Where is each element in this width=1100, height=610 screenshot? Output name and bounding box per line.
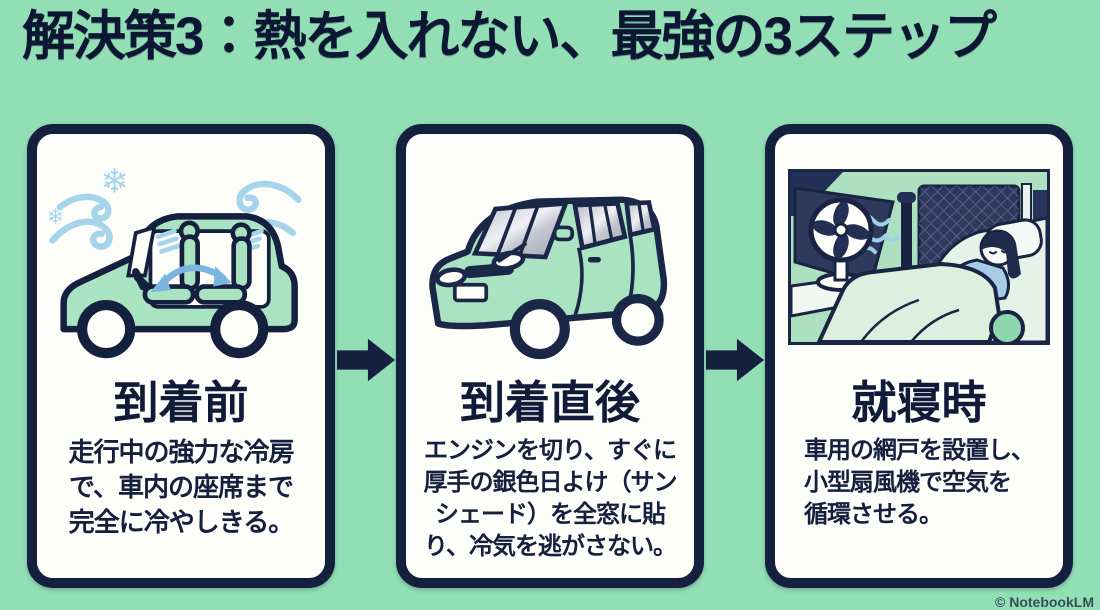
rear-wheel [210, 299, 269, 359]
step-heading: 就寝時 [851, 377, 987, 428]
b-pillar-seatbelt [901, 196, 912, 284]
car-interior-night-drawing [789, 172, 1049, 346]
hair [980, 231, 1021, 279]
step-description: エンジンを切り、すぐに 厚手の銀色日よけ（サン シェード）を全窓に貼 り、冷気を… [423, 437, 678, 561]
step-card-bedtime: 就寝時 車用の網戸を設置し、 小型扇風機で空気を 循環させる。 [765, 124, 1073, 588]
door-seam [573, 247, 584, 317]
snowflake-icon: ❄ [101, 163, 129, 200]
page-title: 解決策3：熱を入れない、最強の3ステップ [22, 7, 997, 66]
seat-armrest-knob [989, 310, 1025, 346]
steps-row: ❄ ❄ [27, 124, 1073, 588]
car-sunshade-illustration [416, 138, 684, 376]
side-mirror [552, 225, 575, 242]
license-plate [452, 282, 489, 303]
sleeping-fan-illustration [785, 138, 1053, 376]
right-headlight [491, 250, 526, 271]
right-arrow-icon [705, 331, 764, 389]
car-precooling-illustration: ❄ ❄ [47, 138, 315, 376]
car-with-sunshades-drawing [429, 196, 668, 360]
air-circulation-arrow [150, 264, 232, 293]
closed-eyes [989, 250, 1009, 255]
step-card-just-after-arrival: 到着直後 エンジンを切り、すぐに 厚手の銀色日よけ（サン シェード）を全窓に貼 … [396, 124, 704, 588]
car-side-cutaway-drawing: ❄ ❄ [47, 163, 302, 359]
car-interior-scene [788, 169, 1050, 346]
snowflake-icon: ❄ [47, 207, 64, 229]
step-heading: 到着直後 [459, 377, 640, 428]
step-description: 車用の網戸を設置し、 小型扇風機で空気を 循環させる。 [804, 437, 1035, 529]
rear-wheel [611, 293, 664, 346]
small-fan [808, 197, 874, 292]
door-handle [587, 257, 601, 263]
front-wheel [77, 299, 136, 359]
blanket-folds [859, 298, 960, 343]
seatbelt-anchor [897, 192, 916, 203]
right-arrow-icon [336, 331, 395, 389]
wiper [497, 242, 527, 263]
step-card-before-arrival: ❄ ❄ [27, 124, 335, 588]
front-wheel [509, 299, 570, 360]
step-description: 走行中の強力な冷房 で、車内の座席まで 完全に冷やしきる。 [68, 437, 294, 537]
step-heading: 到着前 [113, 377, 249, 428]
watermark: © NotebookLM [995, 594, 1094, 610]
